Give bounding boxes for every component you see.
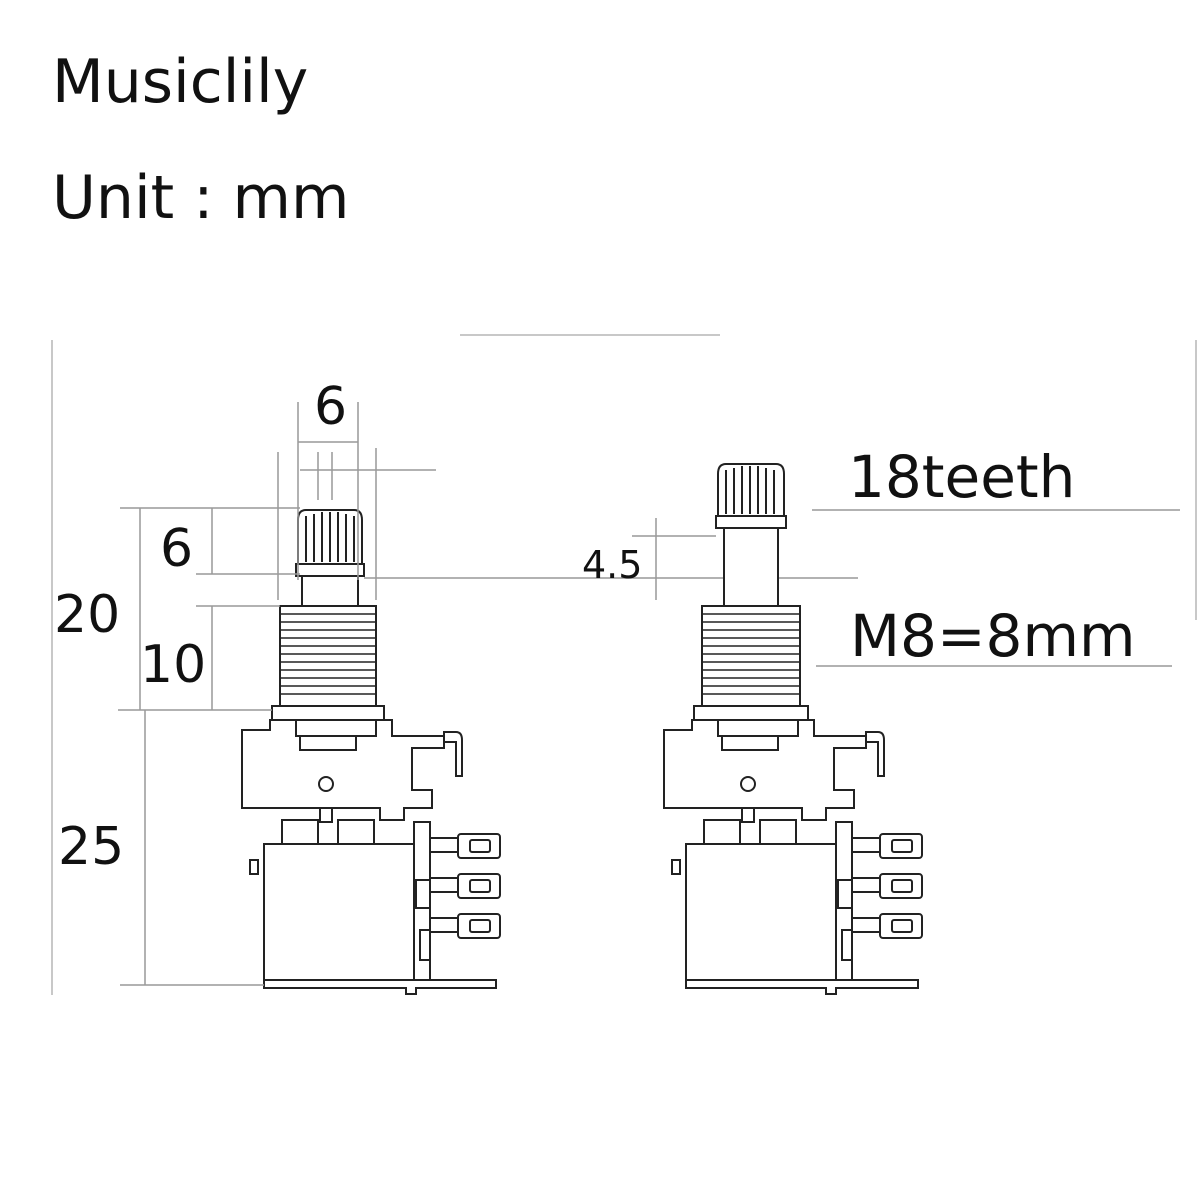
right-potentiometer	[663, 463, 923, 995]
left-potentiometer	[241, 509, 501, 995]
thread-length-label: 10	[140, 635, 206, 695]
right-terminals	[851, 833, 923, 939]
right-solder-lug	[865, 731, 885, 777]
left-switch-body	[249, 819, 501, 995]
collar-height-label: 4.5	[582, 543, 642, 587]
right-pot-casing	[663, 719, 867, 823]
left-knurled-shaft	[297, 509, 363, 565]
thread-callout: M8=8mm	[850, 602, 1135, 670]
right-switch-body	[671, 819, 923, 995]
shaft-diameter-label: 6	[314, 377, 347, 437]
knurl-height-label: 6	[160, 519, 193, 579]
total-shaft-length-label: 20	[54, 585, 120, 645]
left-dimension-lines	[118, 402, 858, 986]
right-threaded-bushing	[701, 605, 801, 707]
right-knurled-shaft	[717, 463, 785, 517]
body-height-label: 25	[58, 817, 124, 877]
teeth-callout: 18teeth	[848, 443, 1075, 511]
unit-label: Unit : mm	[52, 163, 350, 233]
brand-title: Musiclily	[52, 47, 309, 117]
left-threaded-bushing	[279, 605, 377, 707]
right-dimension-lines	[632, 509, 1180, 667]
left-pot-casing	[241, 719, 445, 823]
frame-lines	[51, 334, 1197, 995]
left-solder-lug	[443, 731, 463, 777]
left-terminals	[429, 833, 501, 939]
